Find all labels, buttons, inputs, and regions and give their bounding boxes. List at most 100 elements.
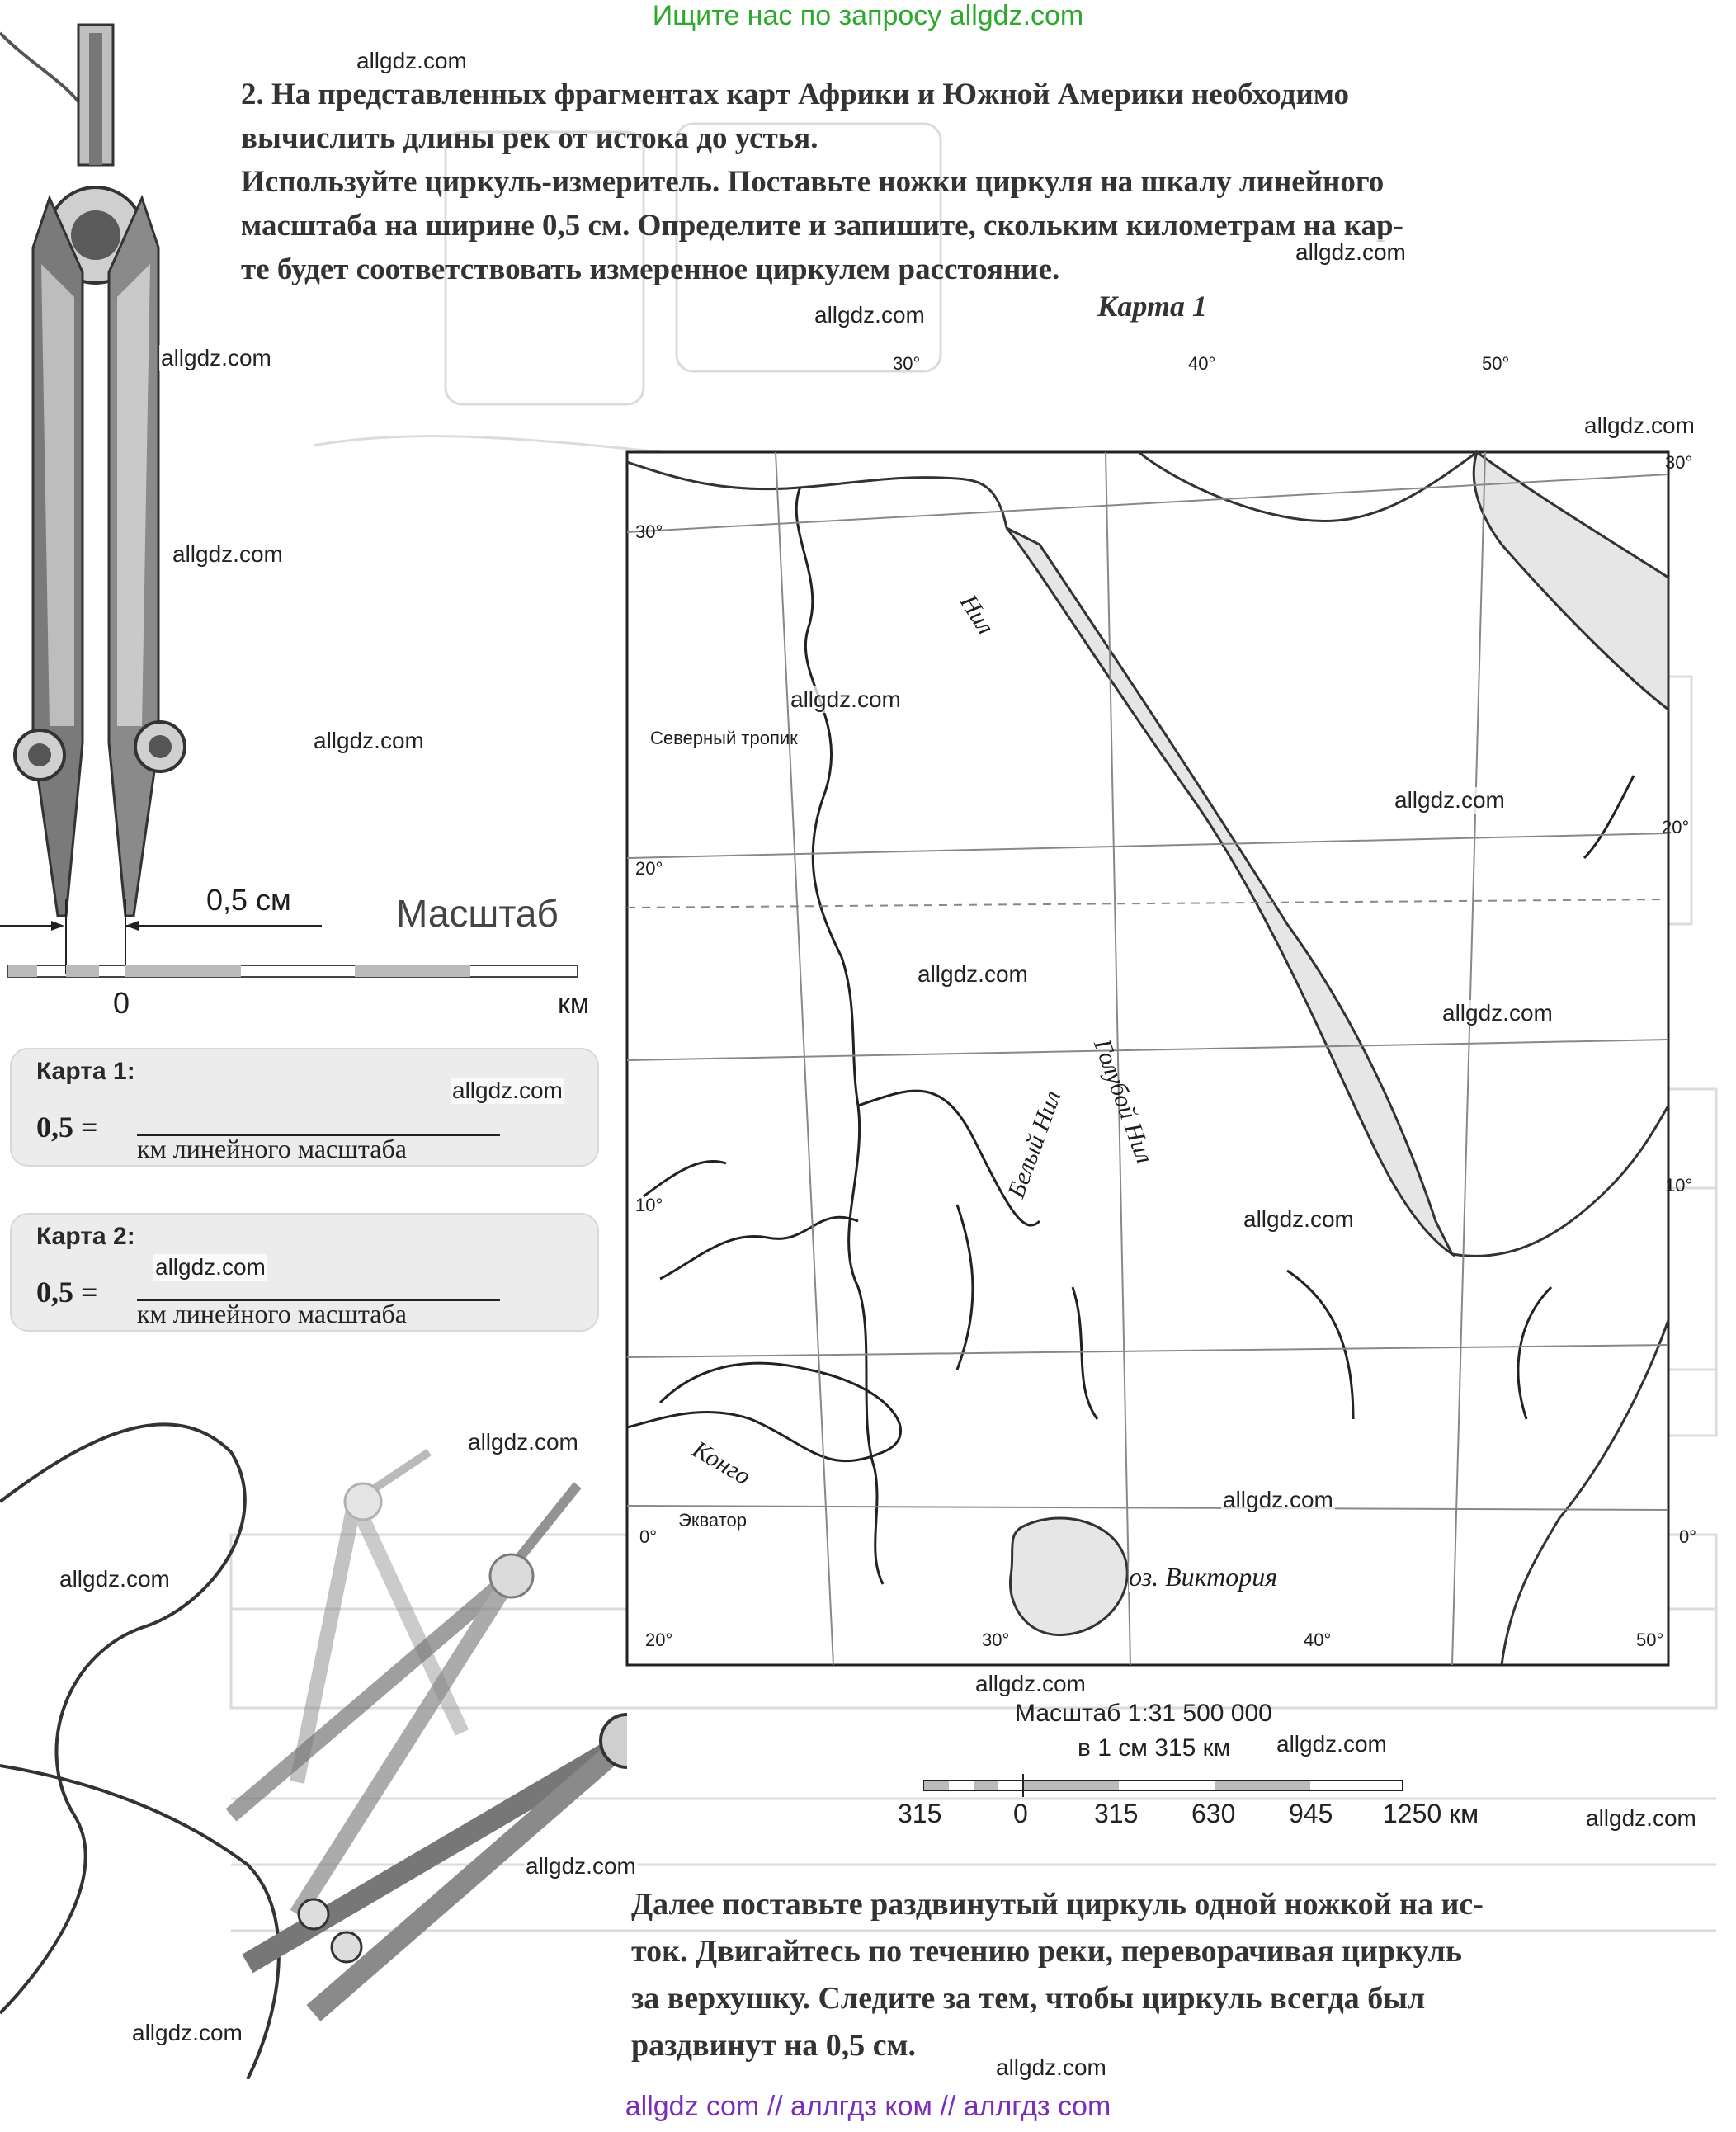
lat-label: 10° <box>1665 1175 1693 1196</box>
watermark: allgdz.com <box>466 1429 580 1455</box>
card-map2-unit: км линейного масштаба <box>137 1299 407 1328</box>
map-frame <box>625 450 1670 1667</box>
compasses-illustration <box>0 1422 627 2079</box>
scale-tick: 0 <box>1013 1799 1028 1828</box>
graticule <box>626 451 1669 1666</box>
lat-label: 0° <box>639 1526 658 1547</box>
bottom-banner[interactable]: allgdz com // аллгдз ком // аллгдз com <box>625 2091 1111 2122</box>
task-line: вычислить длины рек от истока до устья. <box>241 121 818 155</box>
watermark: allgdz.com <box>789 686 903 713</box>
watermark: allgdz.com <box>451 1078 564 1104</box>
card-map1 <box>10 1048 599 1167</box>
river-congo <box>626 1361 902 1463</box>
task-line: Используйте циркуль-измеритель. Поставьт… <box>241 165 1385 199</box>
card-map1-value: 0,5 = <box>36 1111 98 1144</box>
map-scale-bar <box>923 1774 1403 1797</box>
lon-label: 30° <box>893 353 921 374</box>
parallel-20 <box>626 833 1669 859</box>
scale-tick: 945 <box>1289 1799 1333 1828</box>
rivers <box>626 486 1635 1585</box>
map-scale-title: Масштаб 1:31 500 000 <box>1015 1700 1272 1727</box>
lon-label: 30° <box>982 1630 1010 1650</box>
watermark: allgdz.com <box>1393 787 1507 814</box>
river-nile <box>795 486 860 1106</box>
card-map1-answer-line[interactable] <box>137 1134 500 1136</box>
watermark: allgdz.com <box>153 1254 267 1281</box>
closing-line: ток. Двигайтесь по течению реки, перевор… <box>631 1934 1462 1969</box>
tropic-label: Северный тропик <box>650 728 798 748</box>
parallel-0 <box>626 1344 1669 1358</box>
lon-label: 50° <box>1636 1630 1664 1650</box>
task-line: масштаба на ширине 0,5 см. Определите и … <box>241 209 1403 243</box>
card-map2-answer-line[interactable] <box>137 1299 500 1301</box>
task-text: 2. На представленных фрагментах карт Афр… <box>241 73 1714 291</box>
red-sea <box>1005 450 1670 1258</box>
card-map2-title: Карта 2: <box>36 1223 135 1250</box>
lat-label: 0° <box>1679 1526 1697 1547</box>
lat-label: 30° <box>635 521 663 542</box>
meridian-50 <box>1451 451 1486 1666</box>
watermark: allgdz.com <box>994 2054 1108 2081</box>
card-map2 <box>10 1213 599 1332</box>
closing-line: раздвинут на 0,5 см. <box>631 2028 917 2063</box>
meridian-30 <box>775 451 834 1666</box>
meridian-40 <box>1105 451 1131 1666</box>
watermark: allgdz.com <box>1294 239 1408 266</box>
lake-victoria <box>1008 1516 1129 1636</box>
watermark: allgdz.com <box>171 541 285 568</box>
lon-label: 50° <box>1482 353 1510 374</box>
equator-label: Экватор <box>678 1510 747 1531</box>
parallel-0-b <box>626 1505 1669 1511</box>
top-banner[interactable]: Ищите нас по запросу allgdz.com <box>652 0 1084 31</box>
lat-label: 30° <box>1665 452 1693 473</box>
watermark: allgdz.com <box>1441 1000 1554 1026</box>
watermark: allgdz.com <box>1275 1731 1389 1757</box>
lat-label: 10° <box>635 1195 663 1215</box>
scale-tick: 315 <box>898 1799 942 1828</box>
lat-label: 20° <box>635 858 663 879</box>
lon-label: 40° <box>1188 353 1216 374</box>
lon-label: 20° <box>645 1630 673 1650</box>
watermark: allgdz.com <box>1242 1206 1356 1233</box>
card-map2-value: 0,5 = <box>36 1276 98 1309</box>
watermark: allgdz.com <box>524 1853 638 1880</box>
compass-measure-label: 0,5 см <box>206 883 291 917</box>
watermark: allgdz.com <box>974 1671 1087 1697</box>
scale-tick: 630 <box>1191 1799 1236 1828</box>
card-map1-unit: км линейного масштаба <box>137 1134 407 1163</box>
map-caption: Карта 1 <box>1097 290 1207 323</box>
watermark: allgdz.com <box>312 728 426 754</box>
closing-text: Далее поставьте раздвинутый циркуль одно… <box>631 1881 1716 2069</box>
watermark: allgdz.com <box>813 302 927 328</box>
closing-line: Далее поставьте раздвинутый циркуль одно… <box>631 1887 1484 1922</box>
parallel-10 <box>626 1039 1669 1061</box>
scale-tick: 1250 км <box>1383 1799 1479 1828</box>
scale-title: Масштаб <box>396 892 559 935</box>
watermark: allgdz.com <box>355 48 469 74</box>
watermark: allgdz.com <box>159 345 273 371</box>
lon-label: 40° <box>1304 1630 1332 1650</box>
map-africa <box>625 450 1670 1667</box>
card-map1-title: Карта 1: <box>36 1058 135 1085</box>
scale-unit: км <box>558 988 590 1020</box>
compass-illustration <box>0 23 186 917</box>
compass-scale-graphic <box>0 899 578 978</box>
scale-zero: 0 <box>113 986 130 1020</box>
map-scale-subtitle: в 1 см 315 км <box>1078 1734 1231 1762</box>
scale-tick: 315 <box>1094 1799 1139 1828</box>
task-line: 2. На представленных фрагментах карт Афр… <box>241 78 1349 111</box>
river-white-nile <box>847 1105 885 1585</box>
watermark: allgdz.com <box>1221 1487 1335 1513</box>
task-line: те будет соответствовать измеренное цирк… <box>241 252 1060 286</box>
watermark: allgdz.com <box>916 961 1030 988</box>
parallel-30 <box>626 474 1669 533</box>
lake-label: оз. Виктория <box>1129 1562 1278 1592</box>
watermark: allgdz.com <box>1583 413 1696 439</box>
watermark: allgdz.com <box>130 2020 244 2046</box>
lat-label: 20° <box>1662 817 1690 837</box>
river-blue-nile <box>857 1089 1041 1227</box>
closing-line: за верхушку. Следите за тем, чтобы цирку… <box>631 1981 1426 2016</box>
watermark: allgdz.com <box>1584 1805 1698 1832</box>
tropic-line <box>626 899 1669 908</box>
watermark: allgdz.com <box>58 1566 172 1592</box>
